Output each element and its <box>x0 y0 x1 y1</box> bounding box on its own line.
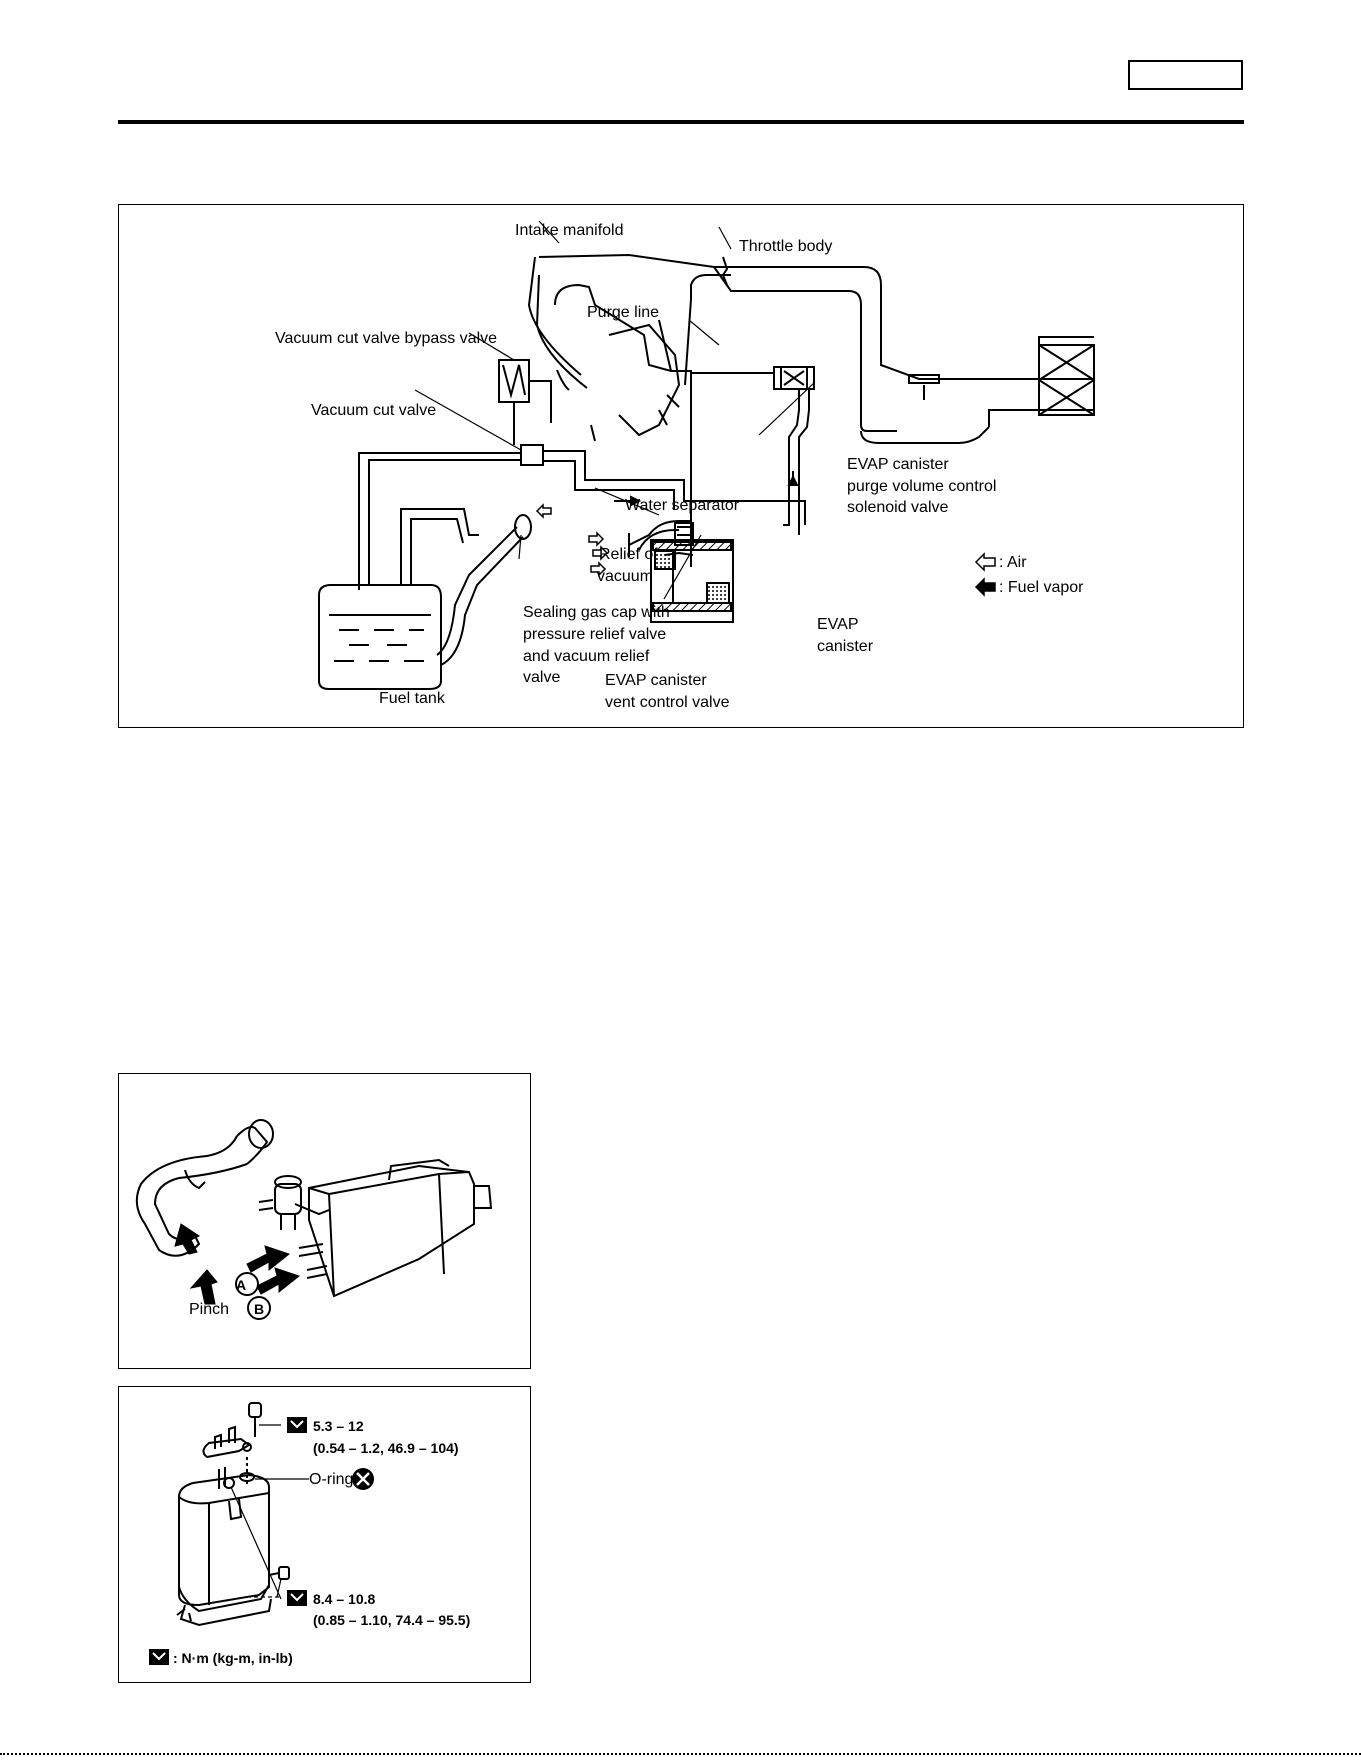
label-evap-vent-1: EVAP canister <box>605 672 707 689</box>
evap-system-svg: Intake manifold Throttle body Purge line… <box>119 205 1245 729</box>
label-evap-canister-2: canister <box>817 638 874 655</box>
label-evap-purge-1: EVAP canister <box>847 456 949 473</box>
intake-manifold-inner <box>537 275 587 388</box>
torque-icon-units <box>149 1649 169 1665</box>
do-not-reuse-icon <box>352 1468 374 1490</box>
throttle-body-shape <box>714 267 897 431</box>
label-sealing-gas-cap-4: valve <box>523 669 560 686</box>
label-relief-of: Relief of <box>599 546 658 563</box>
label-evap-canister-1: EVAP <box>817 616 859 633</box>
label-evap-vent-2: vent control valve <box>605 694 730 711</box>
marker-a: A <box>236 1277 246 1293</box>
top-bolt <box>249 1403 261 1417</box>
header-rule <box>118 120 1244 124</box>
evap-system-diagram: Intake manifold Throttle body Purge line… <box>118 204 1244 728</box>
purge-line <box>555 285 691 405</box>
legend-fuel-vapor-icon <box>976 579 995 595</box>
canister-torque-svg: 5.3 – 12 (0.54 – 1.2, 46.9 – 104) O-ring… <box>119 1387 532 1684</box>
fuel-tank <box>319 585 441 689</box>
label-vacuum-cut-valve-bypass-valve: Vacuum cut valve bypass valve <box>275 330 497 347</box>
legend-air-label: : Air <box>999 554 1027 571</box>
engine-head <box>609 325 679 435</box>
sealing-gas-cap <box>515 515 531 539</box>
label-sealing-gas-cap-3: and vacuum relief <box>523 648 650 665</box>
torque1-value: 5.3 – 12 <box>313 1418 364 1434</box>
label-purge-line: Purge line <box>587 304 659 321</box>
label-intake-manifold: Intake manifold <box>515 222 624 239</box>
label-sealing-gas-cap-2: pressure relief valve <box>523 626 666 643</box>
legend-air-icon <box>976 554 995 570</box>
label-evap-purge-2: purge volume control <box>847 478 996 495</box>
label-vacuum-cut-valve: Vacuum cut valve <box>311 402 436 419</box>
torque2-detail: (0.85 – 1.10, 74.4 – 95.5) <box>313 1612 470 1628</box>
canister-torque-diagram: 5.3 – 12 (0.54 – 1.2, 46.9 – 104) O-ring… <box>118 1386 531 1683</box>
canister-inspection-diagram: A B Pinch <box>118 1073 531 1369</box>
label-oring: O-ring <box>309 1471 353 1488</box>
torque-icon-1 <box>287 1417 307 1433</box>
label-evap-purge-3: solenoid valve <box>847 499 949 516</box>
label-sealing-gas-cap-1: Sealing gas cap with <box>523 604 670 621</box>
torque1-detail: (0.54 – 1.2, 46.9 – 104) <box>313 1440 459 1456</box>
label-throttle-body: Throttle body <box>739 238 832 255</box>
page-tag-box <box>1128 60 1243 90</box>
marker-b: B <box>254 1301 264 1317</box>
bottom-rule <box>0 1753 1361 1755</box>
vacuum-cut-valve <box>521 445 543 465</box>
canister-inspection-svg: A B Pinch <box>119 1074 532 1370</box>
label-fuel-tank: Fuel tank <box>379 690 446 707</box>
legend-fuel-vapor-label: : Fuel vapor <box>999 579 1084 596</box>
label-pinch: Pinch <box>189 1301 229 1318</box>
units-label: : N·m (kg-m, in-lb) <box>173 1650 293 1666</box>
label-water-separator: Water separator <box>625 497 740 514</box>
label-vacuum: vacuum <box>597 568 653 585</box>
torque2-value: 8.4 – 10.8 <box>313 1591 375 1607</box>
torque-icon-2 <box>287 1590 307 1606</box>
